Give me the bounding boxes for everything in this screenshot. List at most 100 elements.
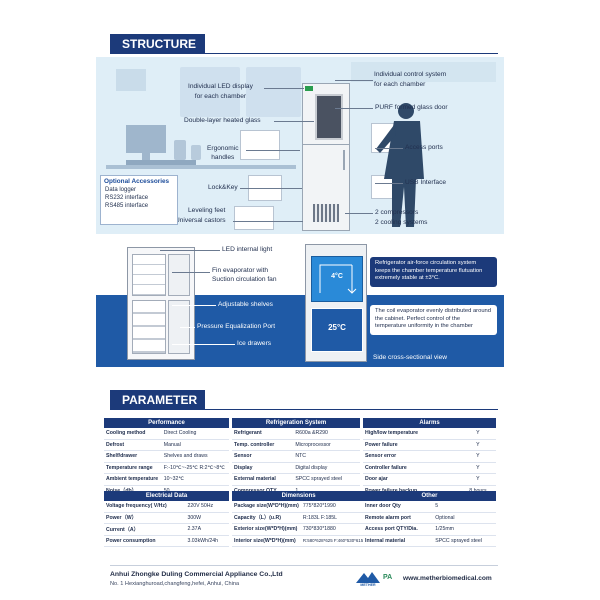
internal-upper-door — [168, 254, 190, 296]
leader-handles — [246, 150, 300, 151]
cross-section-cabinet: 4°C 25°C — [305, 244, 367, 362]
leader-led-light — [160, 250, 220, 251]
leader-heated-glass — [274, 121, 314, 122]
leader-control-system — [335, 80, 373, 81]
dimensions-table: Dimensions Package size(W*D*H)(mm)775*82… — [232, 491, 366, 547]
heated-glass-inset — [240, 130, 280, 160]
logo-mark: PA — [383, 574, 393, 581]
freezer-handle — [343, 150, 345, 170]
logo-text: METHER — [360, 583, 376, 587]
refrigerator-callout: Refrigerator air-force circulation syste… — [370, 257, 497, 287]
freezer-led-display — [305, 86, 313, 91]
table-header: Alarms — [363, 418, 496, 428]
leader-compressors — [345, 213, 373, 214]
internal-upper-chamber — [132, 254, 166, 296]
leader-ice-drawers — [172, 344, 235, 345]
lower-chamber-coil: 25°C — [311, 308, 363, 352]
label-control-system: Individual control system for each chamb… — [374, 71, 447, 88]
company-address: No. 1 Hexianghuroad,changfeng,hefei, Anh… — [110, 581, 240, 587]
upper-chamber-airflow: 4°C — [311, 256, 363, 302]
table-row: Voltage frequency( V/Hz)220V 50Hz — [104, 501, 229, 513]
table-row: Current（A）2.37A — [104, 523, 229, 536]
label-fin-evaporator: Fin evaporator with Suction circulation … — [212, 267, 277, 283]
upper-chamber-temp: 4°C — [331, 273, 343, 280]
table-header: Performance — [104, 418, 229, 428]
table-row: Interior size(W*D*H)(mm)R:580*628*625 F:… — [232, 535, 366, 547]
label-access-ports: Access ports — [405, 144, 443, 151]
coil-callout: The coil evaporator evenly distributed a… — [370, 305, 497, 335]
table-row: Capacity（L）(u.R)R:183L F:185L — [232, 512, 366, 524]
leader-lock-key — [240, 188, 302, 189]
internal-cabinet — [127, 247, 195, 360]
brand-logo: METHER — [356, 571, 380, 589]
accessories-title: Optional Accessories — [104, 178, 170, 185]
leader-fin-evaporator — [172, 272, 210, 273]
label-led-light: LED internal light — [222, 246, 273, 253]
label-shelves: Adjustable shelves — [218, 301, 273, 308]
accessory-item: Data logger — [105, 187, 137, 193]
company-name: Anhui Zhongke Duling Commercial Applianc… — [110, 571, 283, 578]
accessory-item: RS232 interface — [105, 195, 149, 201]
table-header: Dimensions — [232, 491, 366, 501]
table-row: Power（W）300W — [104, 512, 229, 524]
label-handles: Ergonomic handles — [207, 145, 239, 161]
optional-accessories-box: Optional Accessories Data logger RS232 i… — [100, 175, 178, 225]
leader-purf-door — [335, 108, 373, 109]
parameter-title-rule — [205, 409, 498, 410]
label-lock-key: Lock&Key — [208, 184, 238, 191]
structure-title: STRUCTURE — [110, 34, 205, 54]
freezer-divider — [303, 144, 349, 145]
table-header: Refrigeration System — [232, 418, 360, 428]
label-leveling-feet: Leveling feet — [188, 207, 226, 214]
table-header: Electrical Data — [104, 491, 229, 501]
freezer-compressor-grille — [313, 204, 339, 222]
footer-rule — [110, 565, 498, 566]
label-compressors: 2 compressors — [375, 209, 419, 216]
label-castors: Universal castors — [175, 217, 226, 224]
airflow-arrows — [319, 264, 357, 294]
table-header: Other — [363, 491, 496, 501]
table-row: Exterior size(W*D*H)(mm)730*830*1880 — [232, 523, 366, 536]
structure-title-rule — [205, 53, 498, 54]
leader-shelves — [172, 305, 216, 306]
label-usb: USB Interface — [405, 179, 447, 186]
freezer-cabinet — [302, 83, 350, 231]
accessory-item: RS485 interface — [105, 203, 149, 209]
leader-led-display — [264, 88, 304, 89]
lab-background-illustration — [106, 62, 496, 169]
leader-usb — [375, 183, 403, 184]
castor-inset — [234, 206, 274, 230]
table-row: Access port QTY/Dia.1/25mm — [363, 523, 496, 536]
internal-lower-drawers — [132, 300, 166, 354]
website[interactable]: www.metherbiomedical.com — [403, 575, 492, 582]
table-row: Package size(W*D*H)(mm)775*820*1990 — [232, 501, 366, 513]
label-cooling-systems: 2 cooling systems — [375, 219, 428, 226]
label-ice-drawers: Ice drawers — [237, 340, 272, 347]
label-purf-door: PURF formed glass door — [375, 104, 448, 111]
label-led-display: Individual LED display for each chamber — [188, 83, 253, 100]
electrical-table: Electrical Data Voltage frequency( V/Hz)… — [104, 491, 229, 547]
parameter-title: PARAMETER — [110, 390, 205, 410]
lower-chamber-temp: 25°C — [328, 323, 346, 332]
freezer-glass-door — [315, 94, 343, 140]
leader-castors — [233, 221, 303, 222]
